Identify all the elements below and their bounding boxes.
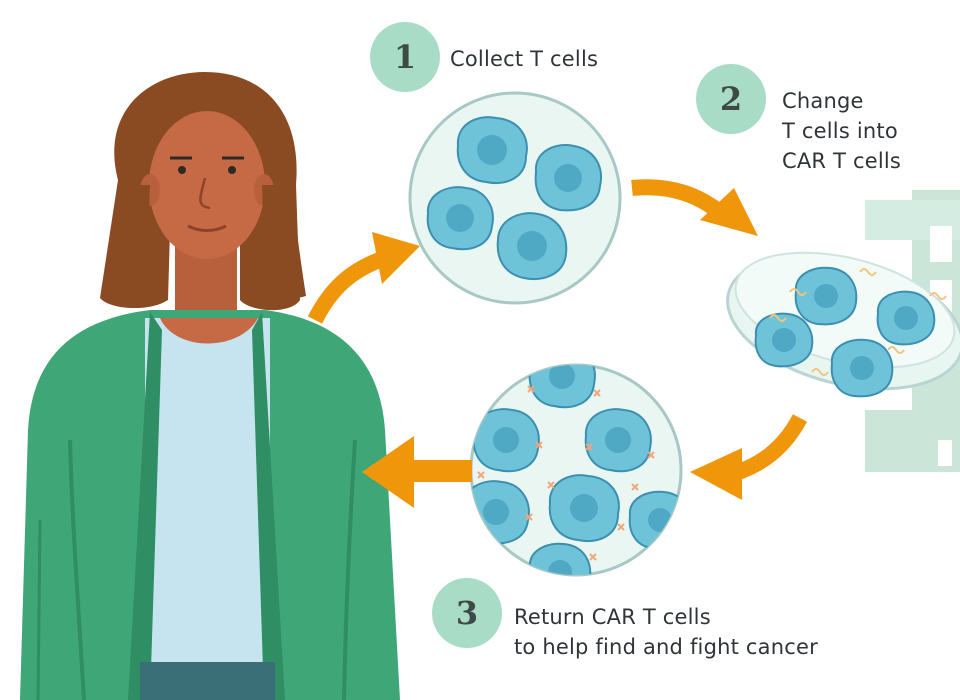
patient-figure <box>20 72 400 700</box>
car-t-cells-circle <box>469 363 683 577</box>
car-t-cell <box>472 408 540 473</box>
car-receptors <box>477 385 655 561</box>
car-t-cell <box>528 542 592 575</box>
step-3-badge: 3 <box>432 578 502 648</box>
car-t-cell <box>528 365 596 409</box>
t-cell <box>456 116 528 184</box>
step-1-label: Collect T cells <box>450 47 599 71</box>
t-cell <box>496 212 568 280</box>
car-t-cell <box>471 480 530 545</box>
arrow-return-to-patient <box>362 436 472 508</box>
engineered-cell <box>754 312 814 368</box>
t-cells-circle <box>408 91 622 305</box>
engineered-cell <box>794 266 858 326</box>
curved-arrow-to-dish <box>631 179 758 236</box>
car-t-cell <box>548 474 620 542</box>
step-1-badge: 1 <box>370 22 440 92</box>
t-cell <box>534 144 602 212</box>
petri-dish <box>726 251 960 398</box>
step-2-label: Change T cells into CAR T cells <box>782 89 902 173</box>
t-cell <box>426 186 494 251</box>
car-t-cell <box>584 408 652 473</box>
engineered-cell <box>830 338 894 398</box>
car-t-cell <box>628 490 681 550</box>
step-3-label: Return CAR T cells to help find and figh… <box>514 605 818 659</box>
step-2-badge: 2 <box>696 64 766 134</box>
engineered-cell <box>876 290 936 346</box>
curved-arrow-to-cart <box>690 414 808 500</box>
curved-arrow-to-collect <box>307 232 420 324</box>
